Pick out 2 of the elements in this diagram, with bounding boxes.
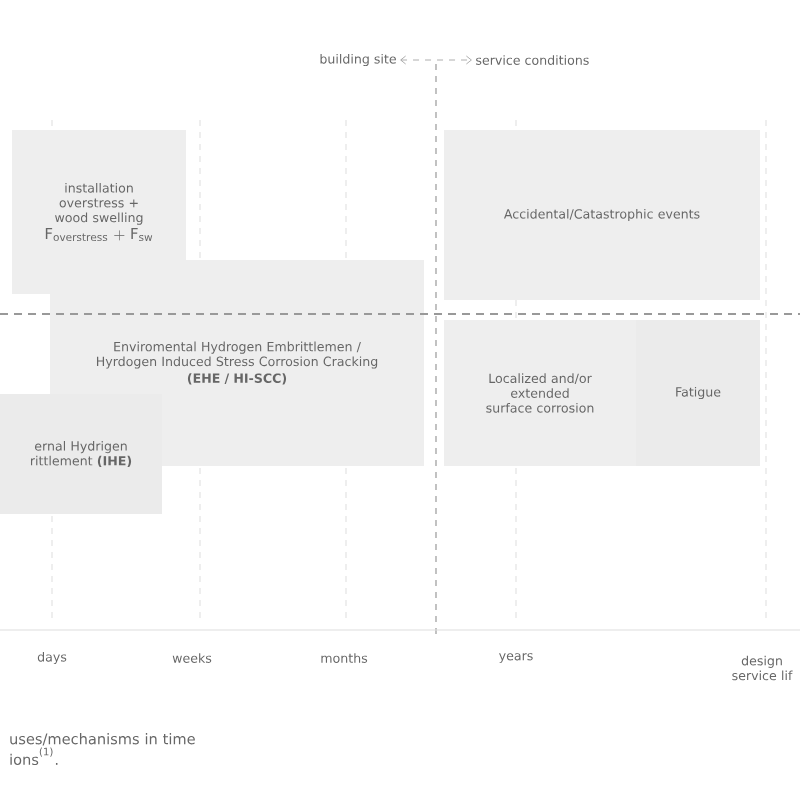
arrow — [400, 55, 472, 65]
node-label: $\mathrm{F}_{\mathrm{overstress}} + \mathrm{F}_{\mathrm{sw}}$ — [45, 228, 153, 242]
